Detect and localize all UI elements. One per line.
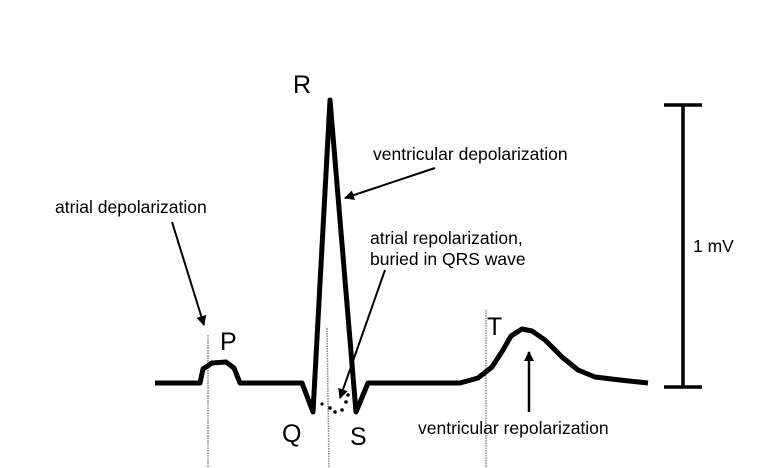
q-wave-label: Q — [282, 420, 301, 448]
atrial-repolarization-label-line1: atrial repolarization, — [370, 228, 523, 248]
r-wave-label: R — [293, 71, 311, 99]
p-wave-label: P — [220, 328, 237, 356]
atrial-repolarization-dots — [320, 393, 350, 414]
scale-bar — [664, 103, 702, 389]
ventricular-depolarization-arrow — [344, 167, 436, 200]
ventricular-depolarization-label: ventricular depolarization — [373, 144, 568, 164]
atrial-depolarization-arrow — [171, 221, 207, 326]
ecg-trace — [155, 97, 649, 415]
t-wave-label: T — [487, 313, 502, 341]
atrial-repolarization-label-line2: buried in QRS wave — [370, 249, 526, 269]
s-wave-label: S — [350, 423, 367, 451]
atrial-depolarization-label: atrial depolarization — [55, 197, 207, 217]
scale-bar-label: 1 mV — [693, 236, 734, 256]
ventricular-repolarization-label: ventricular repolarization — [418, 418, 609, 438]
atrial-repolarization-arrow — [338, 269, 386, 399]
qrs-guide-line — [326, 327, 330, 468]
